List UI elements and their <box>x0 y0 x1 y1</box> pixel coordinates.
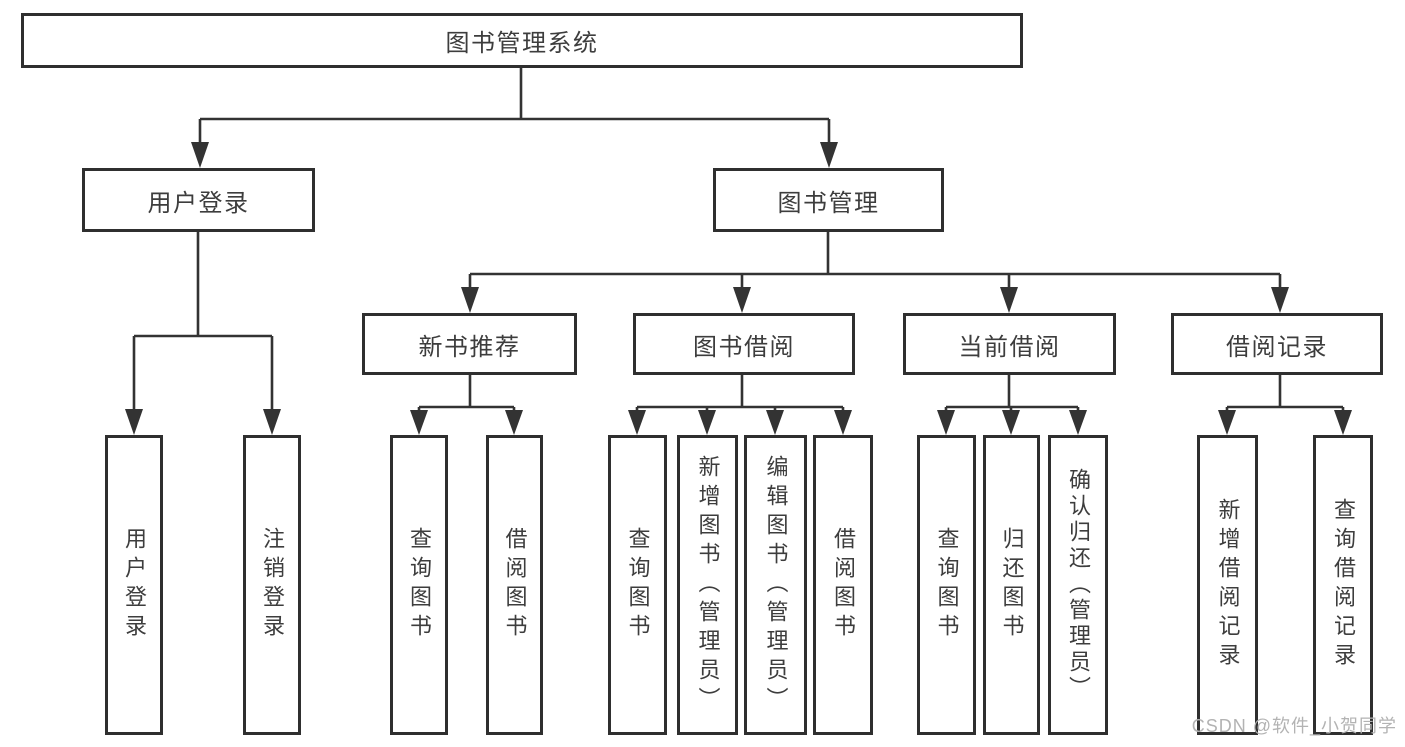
node-borrow-record-label: 借阅记录 <box>1226 333 1328 361</box>
leaf-borrow-edit-book: 编辑图书（管理员） <box>744 435 807 735</box>
leaf-newrec-borrow-book-label: 借阅图书 <box>502 527 528 643</box>
connector-newbookrec-to-leaves <box>410 375 523 435</box>
leaf-logout: 注销登录 <box>243 435 301 735</box>
connector-userlogin-to-leaves <box>125 232 281 435</box>
leaf-current-return-book-label: 归还图书 <box>999 527 1025 643</box>
leaf-borrow-query-book: 查询图书 <box>608 435 667 735</box>
leaf-borrow-add-book: 新增图书（管理员） <box>677 435 738 735</box>
leaf-newrec-borrow-book: 借阅图书 <box>486 435 543 735</box>
node-new-book-recommend: 新书推荐 <box>362 313 577 375</box>
node-book-management-label: 图书管理 <box>777 189 880 217</box>
leaf-current-return-book: 归还图书 <box>983 435 1040 735</box>
leaf-record-query-label: 查询借阅记录 <box>1331 498 1356 672</box>
leaf-borrow-edit-book-label: 编辑图书（管理员） <box>763 454 789 716</box>
leaf-borrow-query-book-label: 查询图书 <box>625 527 651 643</box>
leaf-current-confirm-return-label: 确认归还（管理员） <box>1066 468 1091 702</box>
connector-currentborrow-to-leaves <box>937 375 1087 435</box>
leaf-current-query-book: 查询图书 <box>917 435 976 735</box>
connector-borrowrecord-to-leaves <box>1218 375 1352 435</box>
leaf-newrec-query-book-label: 查询图书 <box>407 527 432 643</box>
connector-bookmgmt-to-level3 <box>461 232 1289 313</box>
node-user-login: 用户登录 <box>82 168 315 232</box>
node-new-book-recommend-label: 新书推荐 <box>418 333 521 361</box>
node-book-borrow-label: 图书借阅 <box>693 333 795 361</box>
node-book-management: 图书管理 <box>713 168 944 232</box>
connector-bookborrow-to-leaves <box>628 375 852 435</box>
node-root-label: 图书管理系统 <box>445 30 599 57</box>
leaf-record-query: 查询借阅记录 <box>1313 435 1373 735</box>
node-user-login-label: 用户登录 <box>147 189 250 217</box>
leaf-current-confirm-return: 确认归还（管理员） <box>1048 435 1108 735</box>
leaf-current-query-book-label: 查询图书 <box>934 527 960 643</box>
leaf-record-add: 新增借阅记录 <box>1197 435 1258 735</box>
leaf-logout-label: 注销登录 <box>260 527 285 643</box>
node-current-borrow-label: 当前借阅 <box>958 333 1061 361</box>
leaf-newrec-query-book: 查询图书 <box>390 435 448 735</box>
leaf-borrow-add-book-label: 新增图书（管理员） <box>695 454 721 716</box>
leaf-borrow-borrow-book-label: 借阅图书 <box>831 527 856 643</box>
csdn-watermark: CSDN @软件_小贺同学 <box>1191 716 1397 736</box>
connector-root-to-level2 <box>191 68 838 168</box>
node-current-borrow: 当前借阅 <box>903 313 1116 375</box>
leaf-record-add-label: 新增借阅记录 <box>1215 498 1241 672</box>
leaf-borrow-borrow-book: 借阅图书 <box>813 435 873 735</box>
node-borrow-record: 借阅记录 <box>1171 313 1383 375</box>
leaf-user-login: 用户登录 <box>105 435 163 735</box>
node-book-borrow: 图书借阅 <box>633 313 855 375</box>
leaf-user-login-label: 用户登录 <box>122 527 147 643</box>
node-root: 图书管理系统 <box>21 13 1023 68</box>
